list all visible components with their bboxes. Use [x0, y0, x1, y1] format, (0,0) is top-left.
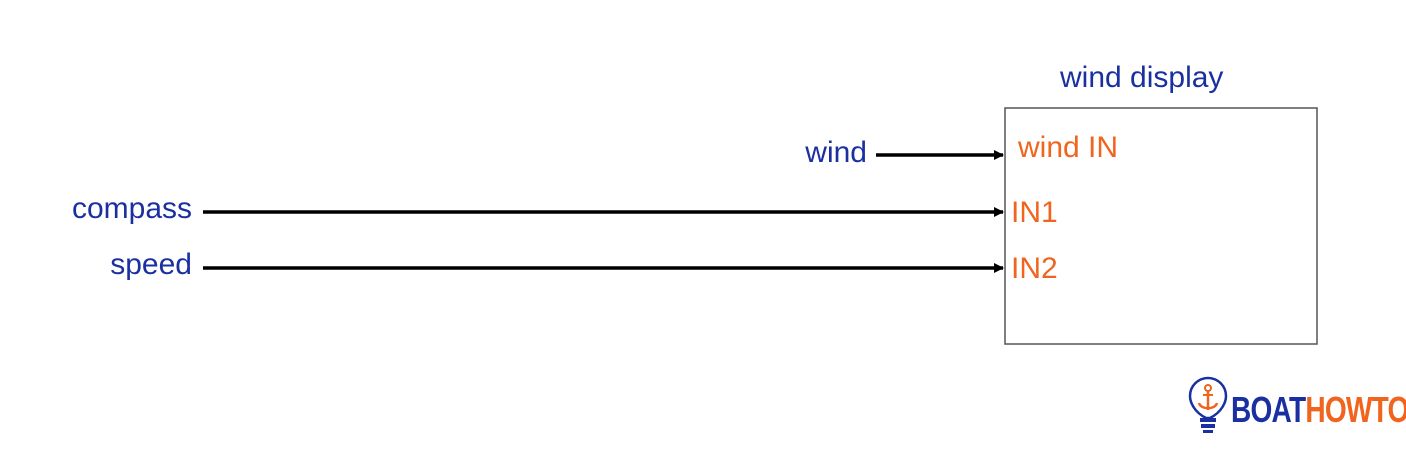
- block-title: wind display: [1060, 61, 1224, 94]
- input-label-speed: speed: [110, 248, 192, 281]
- logo-part-howto: HOWTO: [1305, 389, 1406, 430]
- port-in2: IN2: [1011, 252, 1058, 285]
- boathowto-logo: BOATHOWTO: [1231, 390, 1406, 430]
- input-label-compass: compass: [71, 192, 192, 225]
- port-wind-in: wind IN: [1018, 131, 1119, 164]
- input-label-wind: wind: [805, 136, 867, 169]
- wind-display-block: [1004, 107, 1318, 345]
- logo-part-boat: BOAT: [1231, 389, 1306, 430]
- port-in1: IN1: [1011, 196, 1058, 229]
- lightbulb-anchor-icon: [1188, 376, 1228, 433]
